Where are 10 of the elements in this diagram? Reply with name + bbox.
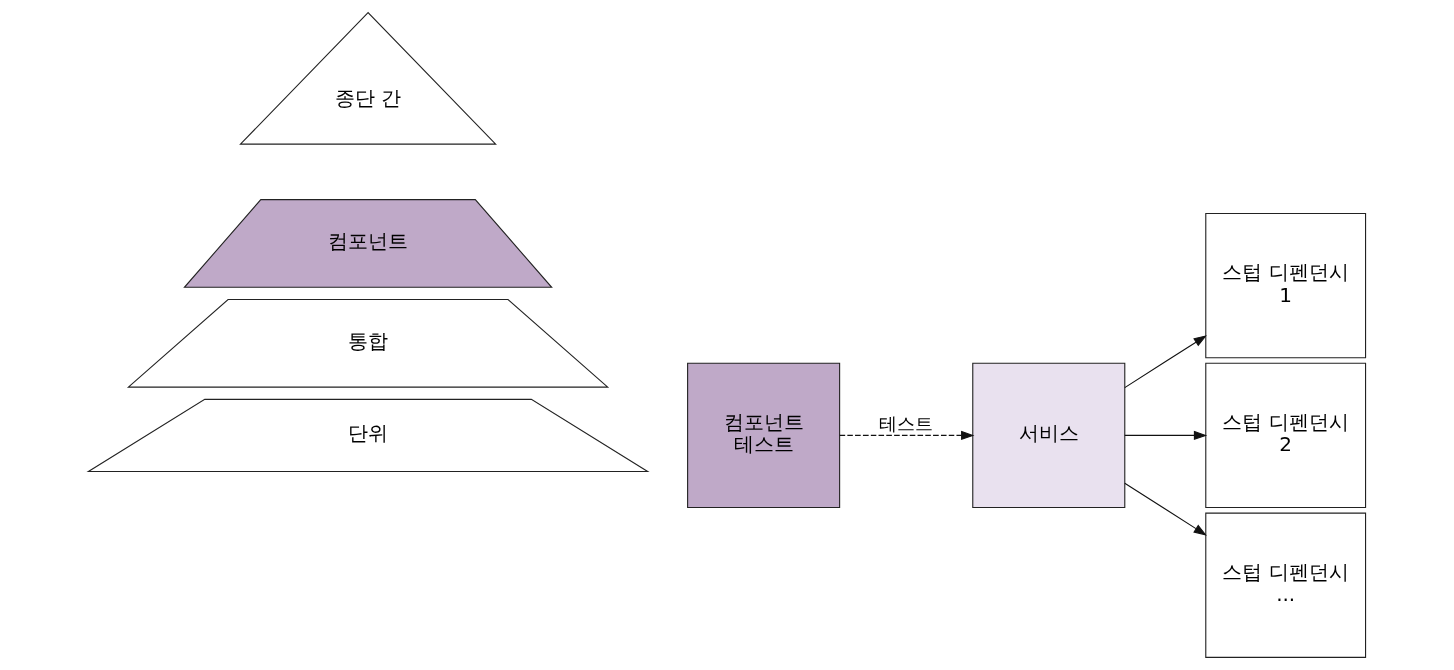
arrow <box>1124 335 1207 389</box>
edge-label: 테스트 <box>879 413 934 434</box>
arrow <box>1124 482 1207 536</box>
node-box: 서비스 <box>972 362 1126 509</box>
node-box: 컴포넌트 테스트 <box>687 362 841 509</box>
arrow <box>839 430 975 441</box>
node-box: 스텁 디펜던시 2 <box>1205 362 1367 509</box>
node-box: 스텁 디펜던시 ... <box>1205 512 1367 658</box>
node-box: 스텁 디펜던시 1 <box>1205 212 1367 359</box>
arrow <box>1124 430 1208 441</box>
